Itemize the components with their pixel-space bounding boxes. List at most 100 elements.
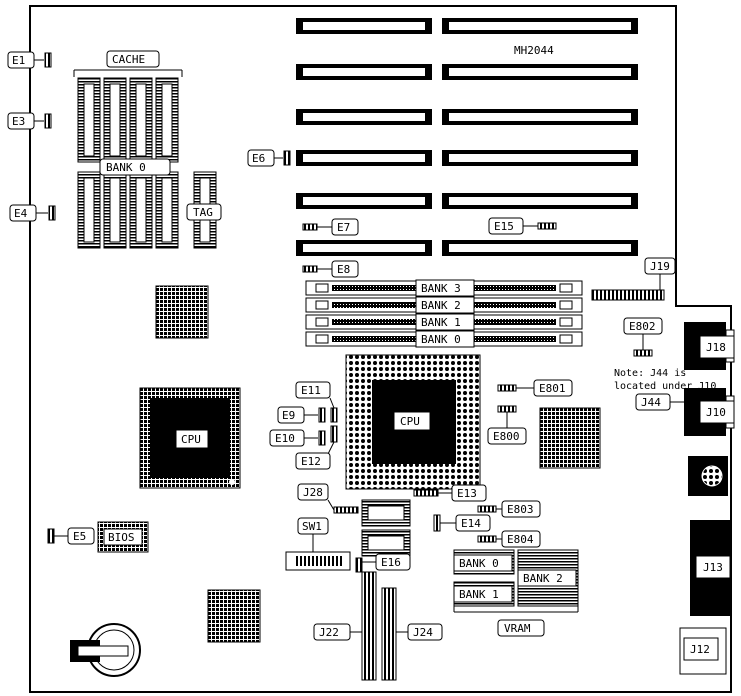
connector-j24-label: J24	[413, 626, 433, 639]
connector-j19-label: J19	[650, 260, 670, 273]
connector-j22-label: J22	[319, 626, 339, 639]
simm-bank1-label: BANK 1	[421, 316, 461, 329]
jumper-e12-label: E12	[301, 455, 321, 468]
jumper-e9-label: E9	[282, 409, 295, 422]
connector-j28-label: J28	[303, 486, 323, 499]
cache-chip	[155, 77, 179, 163]
expansion-slot	[296, 109, 638, 125]
connector-j22: J22	[313, 571, 377, 681]
connector-j18-label: J18	[706, 341, 726, 354]
expansion-slot	[296, 240, 638, 256]
connector-j28: J28	[297, 483, 359, 514]
jumper-e11-label: E11	[301, 384, 321, 397]
chipset-chip-2	[539, 407, 601, 469]
board-outline	[29, 5, 732, 693]
dip-switch-sw1: SW1	[285, 517, 351, 571]
jumper-e7-label: E7	[337, 221, 350, 234]
chipset-chip-3	[207, 589, 261, 643]
note-line-2: located under J10	[614, 381, 716, 392]
cache-bank0-label: BANK 0	[106, 161, 146, 174]
jumper-e6-label: E6	[252, 152, 265, 165]
jumper-e4-label: E4	[14, 207, 28, 220]
jumper-e800-label: E800	[493, 430, 520, 443]
cache-chip	[77, 171, 101, 249]
cache-chip	[77, 77, 101, 163]
cache-chips	[73, 69, 217, 249]
jumper-e3-label: E3	[12, 115, 25, 128]
cpu-socket-label: CPU	[400, 415, 420, 428]
jumper-e14: E14	[433, 514, 491, 532]
jumper-e7: E7	[302, 218, 359, 236]
battery	[70, 623, 141, 677]
expansion-slot	[296, 193, 638, 209]
jumper-e10: E10	[269, 429, 326, 447]
jumper-e8: E8	[302, 260, 359, 278]
vram-label: VRAM	[504, 622, 531, 635]
connector-j10-label: J10	[706, 406, 726, 419]
bios-label: BIOS	[108, 531, 135, 544]
jumper-e804: E804	[477, 530, 541, 548]
jumper-e4: E4	[9, 204, 56, 222]
dip-chip	[361, 499, 411, 527]
jumper-e800: E800	[487, 405, 527, 445]
expansion-slot	[296, 64, 638, 80]
vram-bank1-label: BANK 1	[459, 588, 499, 601]
cache-chip	[103, 77, 127, 163]
jumper-e3: E3	[7, 112, 52, 130]
cpu-socket: CPU	[345, 354, 481, 490]
bios-chip: BIOS	[97, 521, 149, 553]
cache-chip	[129, 77, 153, 163]
jumper-e11: E11	[295, 381, 338, 423]
chipset-chip-1	[155, 285, 209, 339]
tag-label: TAG	[193, 206, 213, 219]
jumper-e803: E803	[477, 500, 541, 518]
cpu-main-label: CPU	[181, 433, 201, 446]
simm-bank2-label: BANK 2	[421, 299, 461, 312]
connector-j12-label: J12	[690, 643, 710, 656]
board-model: MH2044	[514, 44, 554, 57]
jumper-e5: E5	[47, 527, 95, 545]
vram-bank0-label: BANK 0	[459, 557, 499, 570]
jumper-e5-label: E5	[73, 530, 86, 543]
cache-chip	[129, 171, 153, 249]
note-line-1: Note: J44 is	[614, 368, 686, 379]
cache-label: CACHE	[112, 53, 145, 66]
simm-bank3-label: BANK 3	[421, 282, 461, 295]
jumper-e14-label: E14	[461, 517, 481, 530]
jumper-e12: E12	[295, 425, 338, 470]
jumper-e10-label: E10	[275, 432, 295, 445]
connector-j18: J18	[684, 322, 735, 370]
expansion-slots	[296, 18, 638, 256]
jumper-e803-label: E803	[507, 503, 534, 516]
expansion-slot	[296, 18, 638, 34]
connector-j13: J13	[690, 520, 732, 616]
connector-j13-label: J13	[703, 561, 723, 574]
jumper-e13-label: E13	[457, 487, 477, 500]
jumper-e801-label: E801	[539, 382, 566, 395]
jumper-e16: E16	[355, 553, 411, 573]
jumper-e15: E15	[488, 217, 557, 235]
dip-switch-sw1-label: SW1	[302, 520, 322, 533]
jumper-e1-label: E1	[12, 54, 25, 67]
dip-chip	[361, 529, 411, 557]
cache-chip	[155, 171, 179, 249]
jumper-e15-label: E15	[494, 220, 514, 233]
connector-j24: J24	[381, 587, 443, 681]
connector-j10: J10	[684, 388, 735, 436]
jumper-e801: E801	[497, 379, 573, 397]
jumper-e16-label: E16	[381, 556, 401, 569]
connector-j12: J12	[679, 627, 727, 675]
cpu-pqfp: CPU	[139, 387, 241, 489]
jumper-e802: E802	[623, 317, 663, 357]
connector-ps2	[688, 456, 728, 496]
jumper-e804-label: E804	[507, 533, 534, 546]
vram-bank2-label: BANK 2	[523, 572, 563, 585]
jumper-e8-label: E8	[337, 263, 350, 276]
jumper-e802-label: E802	[629, 320, 656, 333]
connector-j44-label: J44	[641, 396, 661, 409]
cache-chip	[103, 171, 127, 249]
jumper-e1: E1	[7, 51, 52, 69]
connector-j44: J44	[635, 393, 684, 411]
jumper-e9: E9	[277, 406, 326, 424]
